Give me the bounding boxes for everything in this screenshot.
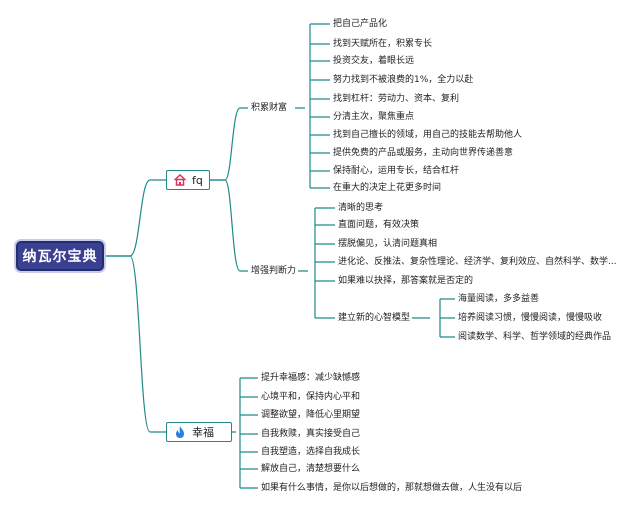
connector-root-happiness: [104, 255, 166, 433]
happiness-item[interactable]: 调整欲望，降低心里期望: [260, 409, 362, 421]
wealth-item[interactable]: 努力找到不被浪费的1%，全力以赴: [332, 74, 475, 86]
model-item[interactable]: 海量阅读，多多益善: [457, 293, 541, 305]
judgment-spine: [298, 208, 316, 318]
wealth-item[interactable]: 找到天赋所在，积累专长: [332, 38, 434, 50]
root-node[interactable]: 纳瓦尔宝典: [16, 241, 104, 271]
judgment-ticks: [315, 207, 335, 319]
subbranch-wealth[interactable]: 积累财富: [250, 102, 289, 114]
model-spine: [412, 299, 441, 337]
judgment-item[interactable]: 摆脱偏见，认清问题真相: [337, 238, 439, 250]
wealth-item[interactable]: 保持耐心，运用专长，结合杠杆: [332, 165, 461, 177]
wealth-ticks: [310, 23, 330, 189]
model-item[interactable]: 培养阅读习惯，慢慢阅读，慢慢吸收: [457, 312, 604, 324]
connector-fq-wealth: [210, 107, 248, 181]
happiness-item[interactable]: 解放自己，清楚想要什么: [260, 463, 362, 475]
wealth-item[interactable]: 找到杠杆：劳动力、资本、复利: [332, 93, 461, 105]
happiness-item[interactable]: 如果有什么事情，是你以后想做的，那就想做去做，人生没有以后: [260, 482, 524, 494]
wealth-item[interactable]: 分清主次，聚焦重点: [332, 111, 416, 123]
happiness-ticks: [240, 377, 258, 489]
happiness-item[interactable]: 自我塑造，选择自我成长: [260, 446, 362, 458]
happiness-item[interactable]: 自我救赎，真实接受自己: [260, 428, 362, 440]
branch-fq[interactable]: fq: [166, 170, 210, 190]
house-icon: [173, 173, 187, 187]
judgment-item[interactable]: 如果难以抉择，那答案就是否定的: [337, 275, 475, 287]
wealth-item[interactable]: 投资交友，着眼长远: [332, 55, 416, 67]
wealth-spine: [295, 24, 311, 188]
judgment-item[interactable]: 直面问题，有效决策: [337, 219, 421, 231]
branch-fq-label: fq: [192, 173, 203, 187]
judgment-item[interactable]: 进化论、反推法、复杂性理论、经济学、复利效应、自然科学、数学...: [337, 256, 618, 268]
wealth-item[interactable]: 把自己产品化: [332, 18, 389, 30]
happiness-item[interactable]: 心境平和，保持内心平和: [260, 391, 362, 403]
connector-root-fq: [104, 179, 166, 257]
happiness-item[interactable]: 提升幸福感：减少缺憾感: [260, 372, 362, 384]
happiness-spine: [232, 378, 241, 488]
model-item[interactable]: 阅读数学、科学、哲学领域的经典作品: [457, 331, 613, 343]
judgment-item[interactable]: 清晰的思考: [337, 202, 385, 214]
mental-model-node[interactable]: 建立新的心智模型: [337, 312, 412, 324]
branch-happiness[interactable]: 幸福: [166, 422, 232, 442]
connector-fq-judgment: [210, 179, 248, 272]
wealth-item[interactable]: 在重大的决定上花更多时间: [332, 182, 443, 194]
branch-happiness-label: 幸福: [192, 426, 214, 439]
wealth-item[interactable]: 提供免费的产品或服务，主动向世界传递善意: [332, 147, 515, 159]
flame-icon: [173, 425, 187, 439]
model-ticks: [440, 298, 455, 338]
subbranch-judgment[interactable]: 增强判断力: [250, 265, 298, 277]
wealth-item[interactable]: 找到自己擅长的领域，用自己的技能去帮助他人: [332, 129, 524, 141]
